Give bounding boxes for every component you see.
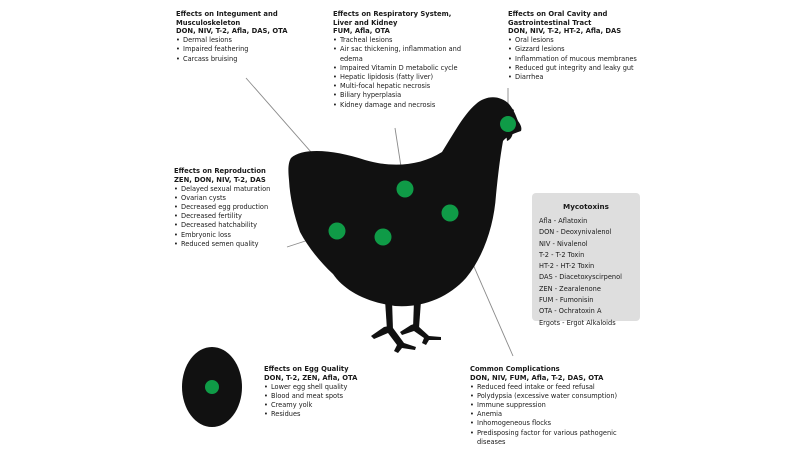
effects-reproduction-list: Delayed sexual maturationOvarian cystsDe… xyxy=(174,185,294,250)
effect-list-item: Carcass bruising xyxy=(176,55,306,64)
effects-complications-agents: DON, NIV, FUM, Afla, T-2, DAS, OTA xyxy=(470,373,604,382)
effect-list-item: Dermal lesions xyxy=(176,36,306,45)
legend-entry: NIV - Nivalenol xyxy=(539,239,588,248)
effect-list-item: Reduced semen quality xyxy=(174,240,294,249)
effect-list-item: Biliary hyperplasia xyxy=(333,91,463,100)
effects-reproduction-title: Effects on Reproduction xyxy=(174,167,266,175)
effect-list-item: Oral lesions xyxy=(508,36,643,45)
effects-reproduction-agents: ZEN, DON, NIV, T-2, DAS xyxy=(174,175,266,184)
marker-egg xyxy=(205,380,219,394)
effects-egg: Effects on Egg Quality DON, T-2, ZEN, Af… xyxy=(264,365,384,420)
effects-integument-list: Dermal lesionsImpaired featheringCarcass… xyxy=(176,36,306,64)
effects-respiratory-agents: FUM, Afla, OTA xyxy=(333,27,390,36)
legend-entry: T-2 - T-2 Toxin xyxy=(539,250,585,259)
effect-list-item: Decreased hatchability xyxy=(174,221,294,230)
legend-entry: OTA - Ochratoxin A xyxy=(539,307,602,316)
effect-list-item: Reduced feed intake or feed refusal xyxy=(470,383,630,392)
effect-list-item: Decreased egg production xyxy=(174,203,294,212)
legend-entry: DON - Deoxynivalenol xyxy=(539,228,612,237)
effect-list-item: Inhomogeneous flocks xyxy=(470,419,630,428)
effects-oral: Effects on Oral Cavity and Gastrointesti… xyxy=(508,10,643,82)
effect-list-item: Kidney damage and necrosis xyxy=(333,101,463,110)
effects-integument-agents: DON, NIV, T-2, Afla, DAS, OTA xyxy=(176,27,288,36)
effect-list-item: Impaired feathering xyxy=(176,45,306,54)
legend-entry: Ergots - Ergot Alkaloids xyxy=(539,318,616,327)
effect-list-item: Polydypsia (excessive water consumption) xyxy=(470,392,630,401)
effect-list-item: Diarrhea xyxy=(508,73,643,82)
effects-integument: Effects on Integument and Musculoskeleto… xyxy=(176,10,306,64)
effects-oral-list: Oral lesionsGizzard lesionsInflammation … xyxy=(508,36,643,82)
effect-list-item: Multi-focal hepatic necrosis xyxy=(333,82,463,91)
effects-respiratory-title: Effects on Respiratory System, Liver and… xyxy=(333,10,452,27)
legend-entry: FUM - Fumonisin xyxy=(539,296,594,305)
effect-list-item: Embryonic loss xyxy=(174,231,294,240)
effects-respiratory-list: Tracheal lesionsAir sac thickening, infl… xyxy=(333,36,463,110)
effect-list-item: Creamy yolk xyxy=(264,401,384,410)
effect-list-item: Air sac thickening, inflammation and ede… xyxy=(333,45,463,63)
marker-respiratory xyxy=(396,180,414,198)
effect-list-item: Impaired Vitamin D metabolic cycle xyxy=(333,64,463,73)
effects-respiratory: Effects on Respiratory System, Liver and… xyxy=(333,10,463,110)
effect-list-item: Gizzard lesions xyxy=(508,45,643,54)
effects-egg-list: Lower egg shell qualityBlood and meat sp… xyxy=(264,383,384,420)
effect-list-item: Predisposing factor for various pathogen… xyxy=(470,429,630,447)
effects-complications-title: Common Complications xyxy=(470,365,560,373)
effect-list-item: Anemia xyxy=(470,410,630,419)
effects-oral-agents: DON, NIV, T-2, HT-2, Afla, DAS xyxy=(508,27,622,36)
effect-list-item: Delayed sexual maturation xyxy=(174,185,294,194)
legend-entry: ZEN - Zearalenone xyxy=(539,284,601,293)
effects-complications: Common Complications DON, NIV, FUM, Afla… xyxy=(470,365,630,447)
effects-complications-list: Reduced feed intake or feed refusalPolyd… xyxy=(470,383,630,447)
effect-list-item: Blood and meat spots xyxy=(264,392,384,401)
effect-list-item: Immune suppression xyxy=(470,401,630,410)
effects-egg-agents: DON, T-2, ZEN, Afla, OTA xyxy=(264,373,358,382)
legend-title: Mycotoxins xyxy=(563,202,609,211)
legend-entry: HT-2 - HT-2 Toxin xyxy=(539,262,595,271)
effect-list-item: Lower egg shell quality xyxy=(264,383,384,392)
marker-integument xyxy=(374,228,392,246)
effect-list-item: Inflammation of mucous membranes xyxy=(508,55,643,64)
legend-entry: DAS - Diacetoxyscirpenol xyxy=(539,273,622,282)
effect-list-item: Ovarian cysts xyxy=(174,194,294,203)
marker-oral xyxy=(500,116,516,132)
effect-list-item: Decreased fertility xyxy=(174,212,294,221)
effects-reproduction: Effects on Reproduction ZEN, DON, NIV, T… xyxy=(174,167,294,249)
effects-oral-title: Effects on Oral Cavity and Gastrointesti… xyxy=(508,10,608,27)
legend-entry: Afla - Aflatoxin xyxy=(539,217,588,225)
marker-reproduction xyxy=(328,222,346,240)
effects-integument-title: Effects on Integument and Musculoskeleto… xyxy=(176,10,278,27)
effects-egg-title: Effects on Egg Quality xyxy=(264,365,349,373)
effect-list-item: Tracheal lesions xyxy=(333,36,463,45)
marker-complications xyxy=(441,204,459,222)
hen-silhouette xyxy=(288,97,522,353)
effect-list-item: Residues xyxy=(264,410,384,419)
effect-list-item: Hepatic lipidosis (fatty liver) xyxy=(333,73,463,82)
effect-list-item: Reduced gut integrity and leaky gut xyxy=(508,64,643,73)
